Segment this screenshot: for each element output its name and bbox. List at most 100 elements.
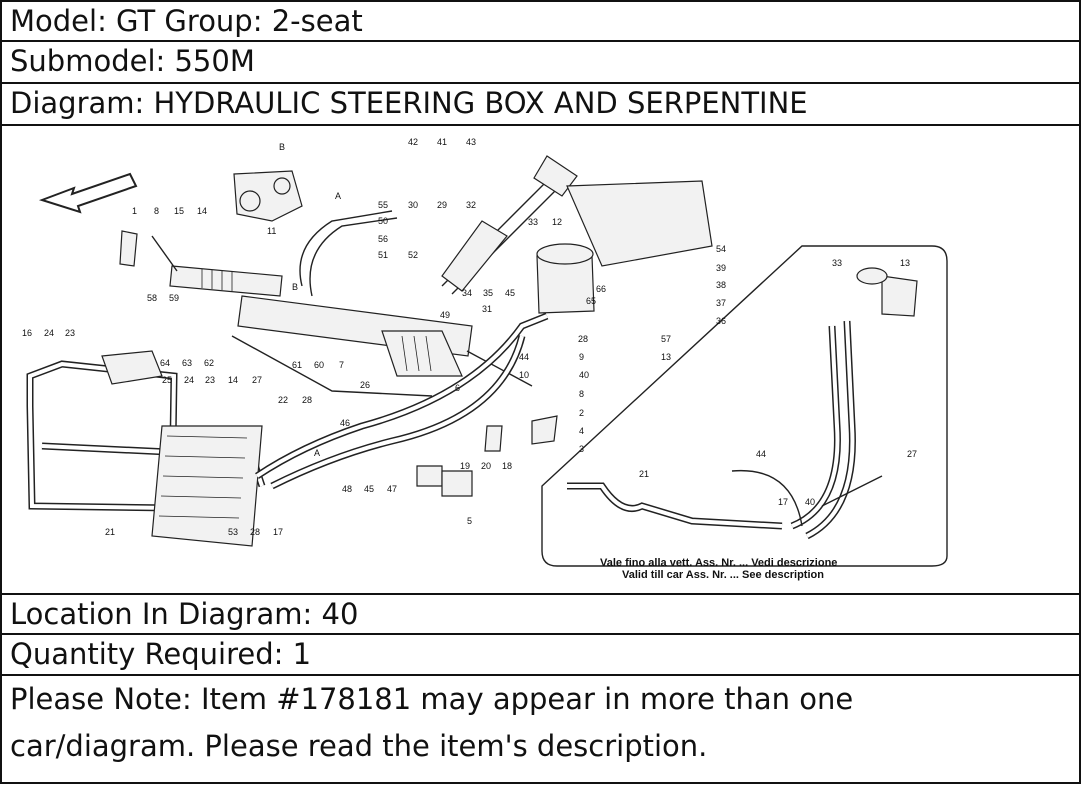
cooler-serpentine-drawing bbox=[26, 350, 266, 547]
callout-label: 39 bbox=[716, 263, 726, 273]
callout-label: 54 bbox=[716, 244, 726, 254]
callout-label: 62 bbox=[204, 358, 214, 368]
callout-label: A bbox=[335, 191, 341, 201]
callout-label: 6 bbox=[455, 383, 460, 393]
callout-label: 24 bbox=[184, 375, 194, 385]
callout-label: 7 bbox=[339, 360, 344, 370]
callout-label: 20 bbox=[481, 461, 491, 471]
callout-label: 46 bbox=[340, 418, 350, 428]
callout-label: 37 bbox=[716, 298, 726, 308]
callout-label: 14 bbox=[197, 206, 207, 216]
callout-label: 23 bbox=[205, 375, 215, 385]
hose-clips-drawing bbox=[416, 415, 558, 497]
callout-label: 8 bbox=[154, 206, 159, 216]
callout-label: 44 bbox=[756, 449, 766, 459]
callout-label: 64 bbox=[160, 358, 170, 368]
callout-label: 15 bbox=[174, 206, 184, 216]
callout-label: 29 bbox=[437, 200, 447, 210]
item-note: Please Note: Item #178181 may appear in … bbox=[2, 676, 1081, 784]
callout-label: 66 bbox=[596, 284, 606, 294]
callout-label: 1 bbox=[132, 206, 137, 216]
callout-label: 10 bbox=[519, 370, 529, 380]
callout-label: 36 bbox=[716, 316, 726, 326]
callout-label: 50 bbox=[378, 216, 388, 226]
inset-caption-italian: Vale fino alla vett. Ass. Nr. ... Vedi d… bbox=[600, 557, 837, 569]
callout-label: 16 bbox=[22, 328, 32, 338]
model-line: Model: GT Group: 2-seat bbox=[2, 2, 1081, 42]
callout-label: 59 bbox=[169, 293, 179, 303]
callout-label: 18 bbox=[502, 461, 512, 471]
callout-label: 51 bbox=[378, 250, 388, 260]
callout-label: 22 bbox=[278, 395, 288, 405]
callout-label: 38 bbox=[716, 280, 726, 290]
callout-label: 28 bbox=[250, 527, 260, 537]
callout-label: 28 bbox=[302, 395, 312, 405]
callout-label: 52 bbox=[408, 250, 418, 260]
callout-label: 27 bbox=[252, 375, 262, 385]
callout-label: 19 bbox=[460, 461, 470, 471]
callout-label: 2 bbox=[579, 408, 584, 418]
callout-label: 63 bbox=[182, 358, 192, 368]
callout-label: 34 bbox=[462, 288, 472, 298]
callout-label: A bbox=[314, 448, 320, 458]
callout-label: 23 bbox=[65, 328, 75, 338]
note-line-2: car/diagram. Please read the item's desc… bbox=[10, 729, 708, 763]
callout-label: 5 bbox=[467, 516, 472, 526]
callout-label: 56 bbox=[378, 234, 388, 244]
location-in-diagram: Location In Diagram: 40 bbox=[2, 595, 1081, 635]
callout-label: 31 bbox=[482, 304, 492, 314]
callout-label: 9 bbox=[579, 352, 584, 362]
callout-label: 21 bbox=[639, 469, 649, 479]
callout-label: 55 bbox=[378, 200, 388, 210]
callout-label: 3 bbox=[579, 444, 584, 454]
callout-label: 53 bbox=[228, 527, 238, 537]
callout-label: 35 bbox=[483, 288, 493, 298]
callout-label: 17 bbox=[778, 497, 788, 507]
callout-label: 65 bbox=[586, 296, 596, 306]
callout-label: 17 bbox=[273, 527, 283, 537]
inset-caption-english: Valid till car Ass. Nr. ... See descript… bbox=[622, 569, 824, 581]
power-steering-pump-drawing bbox=[233, 170, 303, 222]
callout-label: 33 bbox=[832, 258, 842, 268]
callout-label: 41 bbox=[437, 137, 447, 147]
callout-label: 30 bbox=[408, 200, 418, 210]
steering-column-drawing bbox=[441, 155, 578, 295]
callout-label: 28 bbox=[578, 334, 588, 344]
quantity-required: Quantity Required: 1 bbox=[2, 635, 1081, 676]
direction-arrow-icon bbox=[38, 172, 138, 214]
callout-label: 27 bbox=[907, 449, 917, 459]
callout-label: 49 bbox=[440, 310, 450, 320]
callout-label: 8 bbox=[579, 389, 584, 399]
callout-label: 45 bbox=[364, 484, 374, 494]
callout-labels: 1 8 15 14 11 B A 55 50 56 51 52 30 29 32… bbox=[22, 137, 917, 537]
callout-label: B bbox=[292, 282, 298, 292]
callout-label: 13 bbox=[661, 352, 671, 362]
callout-label: B bbox=[279, 142, 285, 152]
callout-label: 32 bbox=[466, 200, 476, 210]
callout-label: 14 bbox=[228, 375, 238, 385]
callout-label: 11 bbox=[267, 226, 276, 236]
steering-rack-drawing bbox=[119, 230, 533, 387]
callout-label: 47 bbox=[387, 484, 397, 494]
inset-detail-drawing bbox=[541, 245, 948, 567]
callout-label: 43 bbox=[466, 137, 476, 147]
note-line-1: Please Note: Item #178181 may appear in … bbox=[10, 682, 854, 716]
callout-label: 25 bbox=[162, 375, 172, 385]
callout-label: 60 bbox=[314, 360, 324, 370]
diagram-drawing: 1 8 15 14 11 B A 55 50 56 51 52 30 29 32… bbox=[22, 137, 948, 581]
callout-label: 57 bbox=[661, 334, 671, 344]
callout-label: 48 bbox=[342, 484, 352, 494]
callout-label: 44 bbox=[519, 352, 529, 362]
exploded-parts-diagram: 1 8 15 14 11 B A 55 50 56 51 52 30 29 32… bbox=[2, 126, 1081, 595]
fluid-reservoir-drawing bbox=[536, 180, 713, 314]
callout-label: 45 bbox=[505, 288, 515, 298]
callout-label: 33 bbox=[528, 217, 538, 227]
hose-lines-drawing bbox=[231, 210, 549, 490]
callout-label: 21 bbox=[105, 527, 115, 537]
callout-label: 4 bbox=[579, 426, 584, 436]
diagram-title: Diagram: HYDRAULIC STEERING BOX AND SERP… bbox=[2, 84, 1081, 126]
callout-label: 40 bbox=[579, 370, 589, 380]
callout-label: 61 bbox=[292, 360, 302, 370]
callout-label: 12 bbox=[552, 217, 562, 227]
